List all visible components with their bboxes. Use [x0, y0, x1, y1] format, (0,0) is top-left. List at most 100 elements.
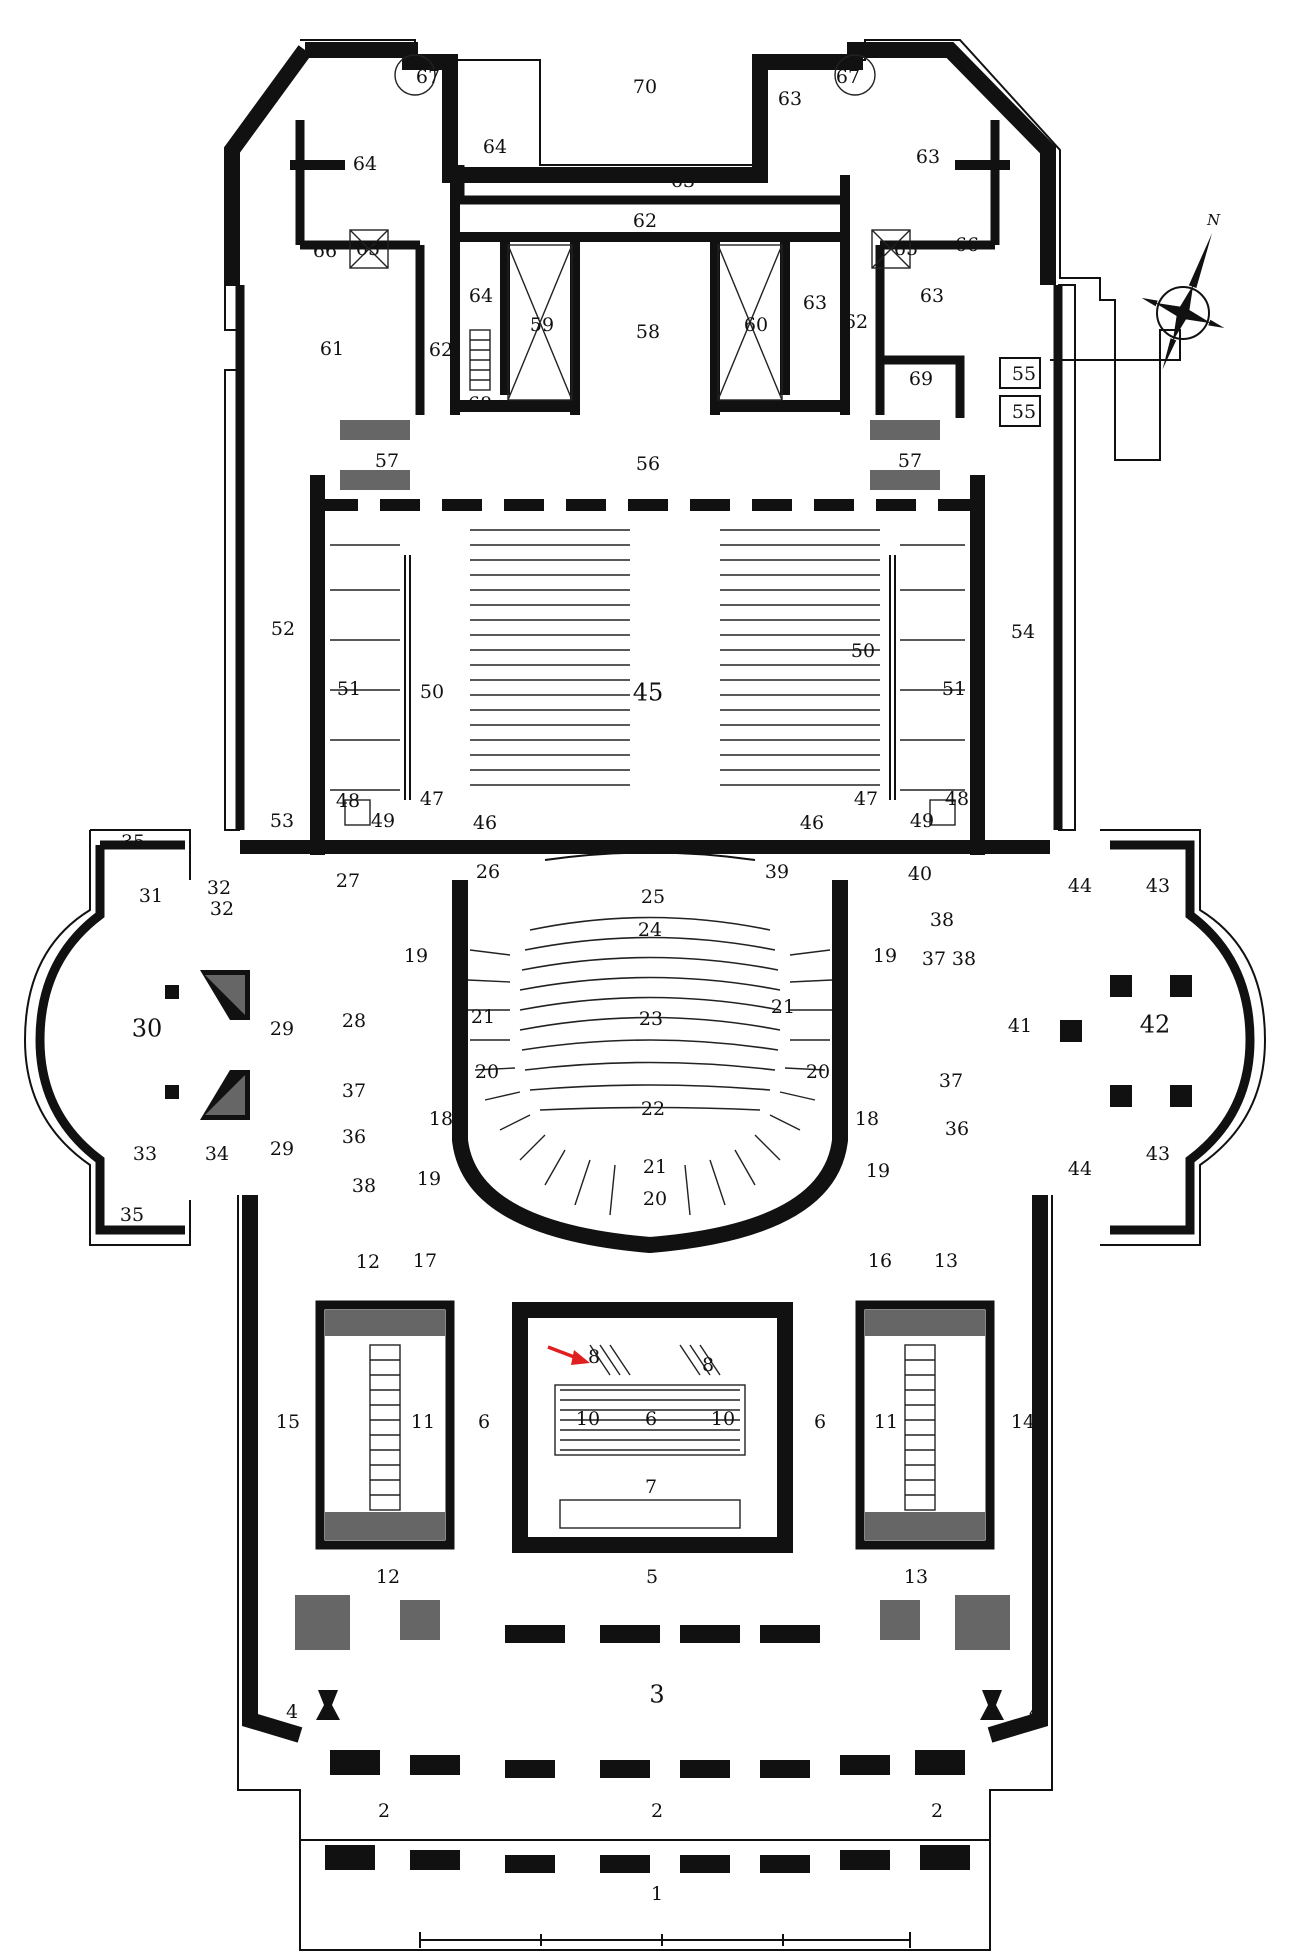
label-66a: 66 — [313, 240, 337, 262]
label-12b: 12 — [376, 1566, 400, 1588]
label-21c: 21 — [643, 1156, 667, 1178]
label-36a: 36 — [342, 1126, 366, 1148]
label-19a: 19 — [404, 945, 428, 967]
label-39: 39 — [765, 861, 789, 883]
label-58: 58 — [636, 321, 660, 343]
label-18a: 18 — [429, 1108, 453, 1130]
label-32a: 32 — [207, 877, 231, 899]
label-55b: 55 — [1012, 401, 1036, 423]
compass-rose-icon — [1141, 233, 1225, 370]
label-65a: 65 — [356, 238, 380, 260]
scale-bar-icon — [419, 1932, 911, 1948]
label-19b: 19 — [873, 945, 897, 967]
label-18b: 18 — [855, 1108, 879, 1130]
label-7: 7 — [645, 1476, 657, 1498]
label-67a: 67 — [416, 66, 440, 88]
label-62a: 62 — [633, 210, 657, 232]
label-20b: 20 — [806, 1061, 830, 1083]
label-59: 59 — [530, 314, 554, 336]
vestibule-piers — [295, 1595, 1010, 1873]
label-63a: 63 — [778, 88, 802, 110]
label-25: 25 — [641, 886, 665, 908]
label-60: 60 — [744, 314, 768, 336]
label-2a: 2 — [378, 1800, 390, 1822]
outer-walls — [224, 39, 1181, 1951]
label-49b: 49 — [910, 810, 934, 832]
label-54: 54 — [1011, 621, 1035, 643]
label-44a: 44 — [1068, 875, 1092, 897]
north-wing — [290, 54, 1041, 427]
label-52: 52 — [271, 618, 295, 640]
label-38c: 38 — [352, 1175, 376, 1197]
label-69: 69 — [909, 368, 933, 390]
label-48b: 48 — [945, 788, 969, 810]
label-23: 23 — [639, 1008, 663, 1030]
label-63c: 63 — [916, 146, 940, 168]
label-19c: 19 — [417, 1168, 441, 1190]
label-51b: 51 — [942, 678, 966, 700]
label-17: 17 — [413, 1250, 437, 1272]
label-46a: 46 — [473, 812, 497, 834]
label-5: 5 — [646, 1566, 658, 1588]
compass-north-label: N — [1206, 211, 1221, 229]
label-37b: 37 — [342, 1080, 366, 1102]
label-11a: 11 — [411, 1411, 435, 1433]
label-16: 16 — [868, 1250, 892, 1272]
label-46b: 46 — [800, 812, 824, 834]
foyer-wings — [315, 1300, 995, 1550]
label-33: 33 — [133, 1143, 157, 1165]
label-57b: 57 — [898, 450, 922, 472]
label-32b: 32 — [210, 898, 234, 920]
label-47a: 47 — [420, 788, 444, 810]
room-labels: 70 67 67 63 64 64 63 63 62 66 65 65 66 6… — [120, 66, 1170, 1905]
label-31: 31 — [139, 885, 163, 907]
label-6c: 6 — [814, 1411, 826, 1433]
label-35a: 35 — [121, 831, 145, 853]
label-36b: 36 — [945, 1118, 969, 1140]
label-41: 41 — [1008, 1015, 1032, 1037]
statue-icons — [316, 1690, 1004, 1720]
label-6a: 6 — [478, 1411, 490, 1433]
label-29b: 29 — [270, 1138, 294, 1160]
label-38a: 38 — [930, 909, 954, 931]
label-55a: 55 — [1012, 363, 1036, 385]
label-14: 14 — [1011, 1411, 1035, 1433]
label-40: 40 — [908, 863, 932, 885]
label-51a: 51 — [337, 678, 361, 700]
label-64c: 64 — [469, 285, 493, 307]
label-50b: 50 — [851, 640, 875, 662]
label-3: 3 — [649, 1681, 664, 1709]
label-15: 15 — [276, 1411, 300, 1433]
label-10a: 10 — [576, 1408, 600, 1430]
label-67b: 67 — [836, 66, 860, 88]
label-30: 30 — [132, 1015, 163, 1043]
label-64a: 64 — [353, 153, 377, 175]
label-37a: 37 — [922, 948, 946, 970]
label-63d: 63 — [803, 292, 827, 314]
label-44b: 44 — [1068, 1158, 1092, 1180]
label-21a: 21 — [471, 1006, 495, 1028]
label-56: 56 — [636, 453, 660, 475]
label-64b: 64 — [483, 136, 507, 158]
label-2c: 2 — [931, 1800, 943, 1822]
label-1: 1 — [651, 1883, 663, 1905]
label-6b: 6 — [645, 1408, 657, 1430]
label-11b: 11 — [874, 1411, 898, 1433]
label-45: 45 — [633, 679, 664, 707]
label-24: 24 — [638, 919, 662, 941]
label-20c: 20 — [643, 1188, 667, 1210]
label-37c: 37 — [939, 1070, 963, 1092]
label-19d: 19 — [866, 1160, 890, 1182]
label-63e: 63 — [920, 285, 944, 307]
label-53: 53 — [270, 810, 294, 832]
label-38b: 38 — [952, 948, 976, 970]
label-10b: 10 — [711, 1408, 735, 1430]
stage-area — [240, 420, 1050, 855]
label-43b: 43 — [1146, 1143, 1170, 1165]
label-61: 61 — [320, 338, 344, 360]
west-pavilion — [23, 829, 250, 1246]
label-49a: 49 — [371, 810, 395, 832]
label-27: 27 — [336, 870, 360, 892]
label-50a: 50 — [420, 681, 444, 703]
